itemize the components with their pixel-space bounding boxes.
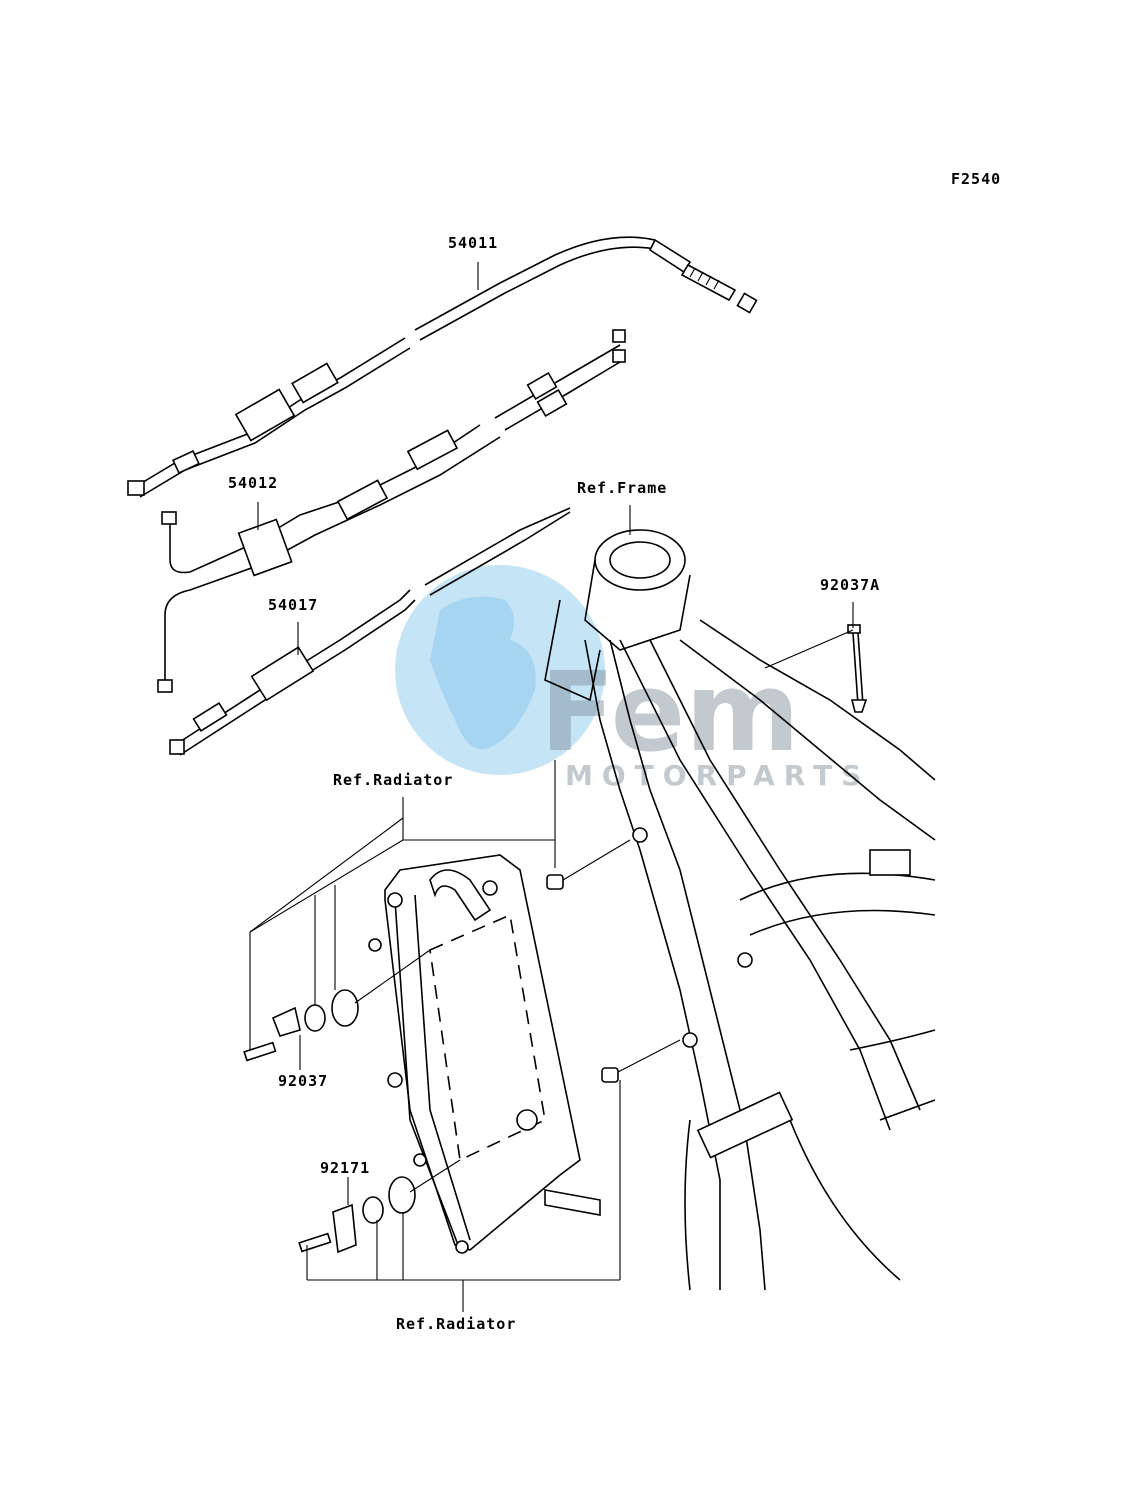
callout-ref-radiator-top: Ref.Radiator <box>333 771 453 789</box>
watermark-brand: Fem <box>540 648 800 776</box>
radiator[interactable] <box>368 854 601 1254</box>
hardware[interactable] <box>243 624 868 1254</box>
leader-lines <box>249 262 854 1312</box>
callout-ref-frame: Ref.Frame <box>577 479 667 497</box>
watermark-globe-icon <box>395 565 605 775</box>
callout-labels: F2540 54011 54012 54017 Ref.Frame 92037A… <box>228 170 1001 1333</box>
callout-92037: 92037 <box>278 1072 328 1090</box>
callout-54017: 54017 <box>268 596 318 614</box>
callout-ref-radiator-bottom: Ref.Radiator <box>396 1315 516 1333</box>
cable-54017[interactable] <box>169 507 571 756</box>
clutch-cable[interactable] <box>127 236 758 498</box>
callout-92171: 92171 <box>320 1159 370 1177</box>
watermark-tagline: MOTORPARTS <box>565 759 870 792</box>
figure-code: F2540 <box>951 170 1001 188</box>
frame[interactable] <box>544 529 936 1291</box>
callout-92037a: 92037A <box>820 576 880 594</box>
watermark: Fem MOTORPARTS <box>395 565 870 792</box>
callout-54011: 54011 <box>448 234 498 252</box>
callout-54012: 54012 <box>228 474 278 492</box>
